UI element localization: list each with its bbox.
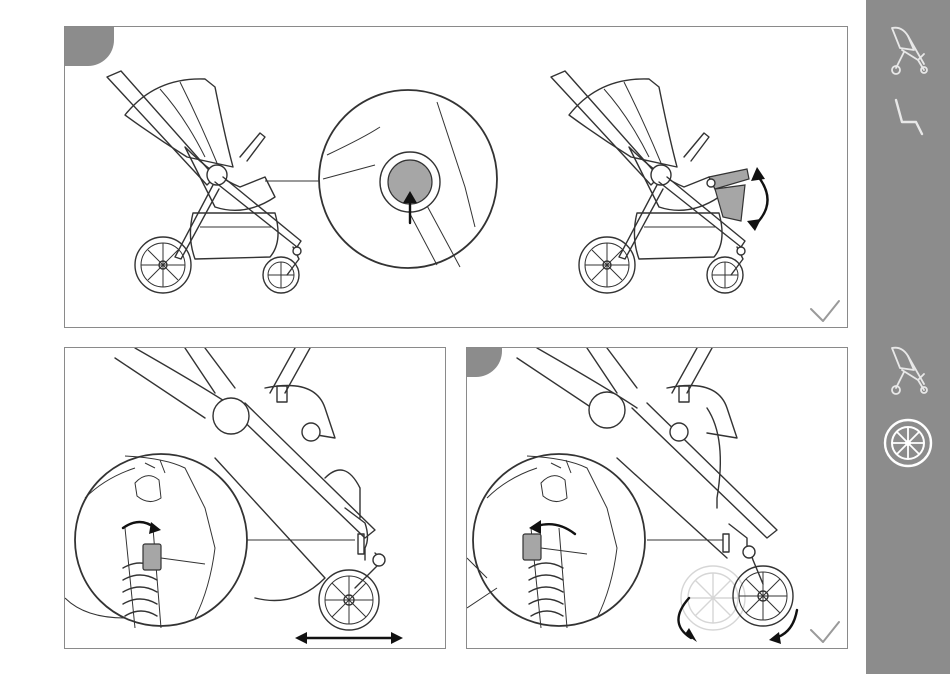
- zoom-detail-circle: [473, 454, 645, 628]
- step-panel-bottom-right: [466, 347, 848, 649]
- swivel-lock-slider: [143, 544, 161, 570]
- check-mark-icon: [811, 301, 839, 321]
- swivel-lock-illustration: [467, 348, 848, 649]
- seat-recline-icon[interactable]: [892, 96, 928, 138]
- stroller-icon[interactable]: [888, 344, 932, 396]
- stroller-left: [107, 71, 301, 293]
- stroller-calf-support-illustration: [65, 27, 848, 328]
- step-panel-top: [64, 26, 848, 328]
- step-panel-bottom-left: [64, 347, 446, 649]
- zoom-detail-circle: [319, 90, 497, 268]
- stroller-right: [551, 71, 768, 293]
- wheel-icon[interactable]: [883, 418, 933, 468]
- section-sidebar: [866, 0, 950, 674]
- check-mark-icon: [811, 622, 839, 642]
- swivel-unlock-illustration: [65, 348, 446, 649]
- zoom-detail-circle: [75, 454, 247, 628]
- swivel-lock-slider: [523, 534, 541, 560]
- stroller-icon[interactable]: [888, 24, 932, 76]
